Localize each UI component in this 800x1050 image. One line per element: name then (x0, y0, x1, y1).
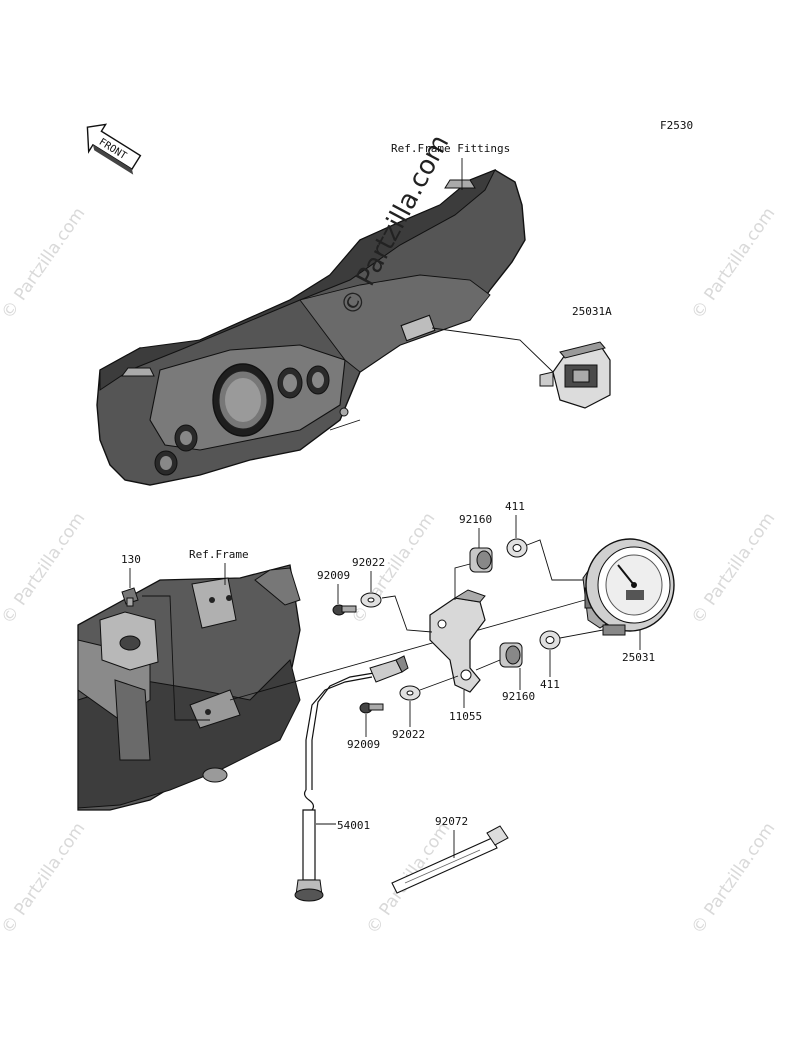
frame-assembly (77, 564, 301, 811)
label-92160-top: 92160 (459, 513, 492, 526)
watermark-text: © Partzilla.com (0, 819, 89, 938)
label-92022-bottom: 92022 (392, 728, 425, 741)
label-11055: 11055 (449, 710, 482, 723)
label-92072: 92072 (435, 815, 468, 828)
label-25031A: 25031A (572, 305, 612, 318)
part-92072-cable-tie (391, 825, 509, 894)
handlebar-cover (96, 169, 526, 486)
part-25031-speedometer (582, 538, 675, 636)
part-11055-bracket (429, 589, 486, 693)
label-25031: 25031 (622, 651, 655, 664)
part-92160-grommet-bottom (499, 642, 523, 668)
label-ref-frame: Ref.Frame (189, 548, 249, 561)
part-92160-grommet-top (469, 547, 493, 573)
label-411-top: 411 (505, 500, 525, 513)
watermark-text: © Partzilla.com (0, 204, 89, 323)
diagram-code: F2530 (660, 119, 693, 132)
part-92022-washer-top (360, 592, 382, 608)
label-130: 130 (121, 553, 141, 566)
label-92009-top: 92009 (317, 569, 350, 582)
part-411-washer-top (506, 538, 528, 558)
label-92009-bottom: 92009 (347, 738, 380, 751)
label-92022-top: 92022 (352, 556, 385, 569)
front-arrow-icon: FRONT (86, 123, 142, 175)
part-54001-cable (294, 655, 409, 902)
part-411-washer-bottom (539, 630, 561, 650)
label-411-bottom: 411 (540, 678, 560, 691)
label-54001: 54001 (337, 819, 370, 832)
label-92160-bottom: 92160 (502, 690, 535, 703)
part-25031A-switch (539, 341, 611, 409)
watermark-text: © Partzilla.com (688, 509, 780, 628)
label-ref-frame-fittings: Ref.Frame Fittings (391, 142, 510, 155)
part-130-bolt (121, 587, 139, 607)
watermark-text: © Partzilla.com (688, 819, 780, 938)
part-92009-bolt-top (332, 604, 357, 616)
part-92009-bolt-bottom (359, 702, 384, 714)
part-92022-washer-bottom (399, 685, 421, 701)
watermark-text: © Partzilla.com (688, 204, 780, 323)
watermark-text: © Partzilla.com (0, 509, 89, 628)
